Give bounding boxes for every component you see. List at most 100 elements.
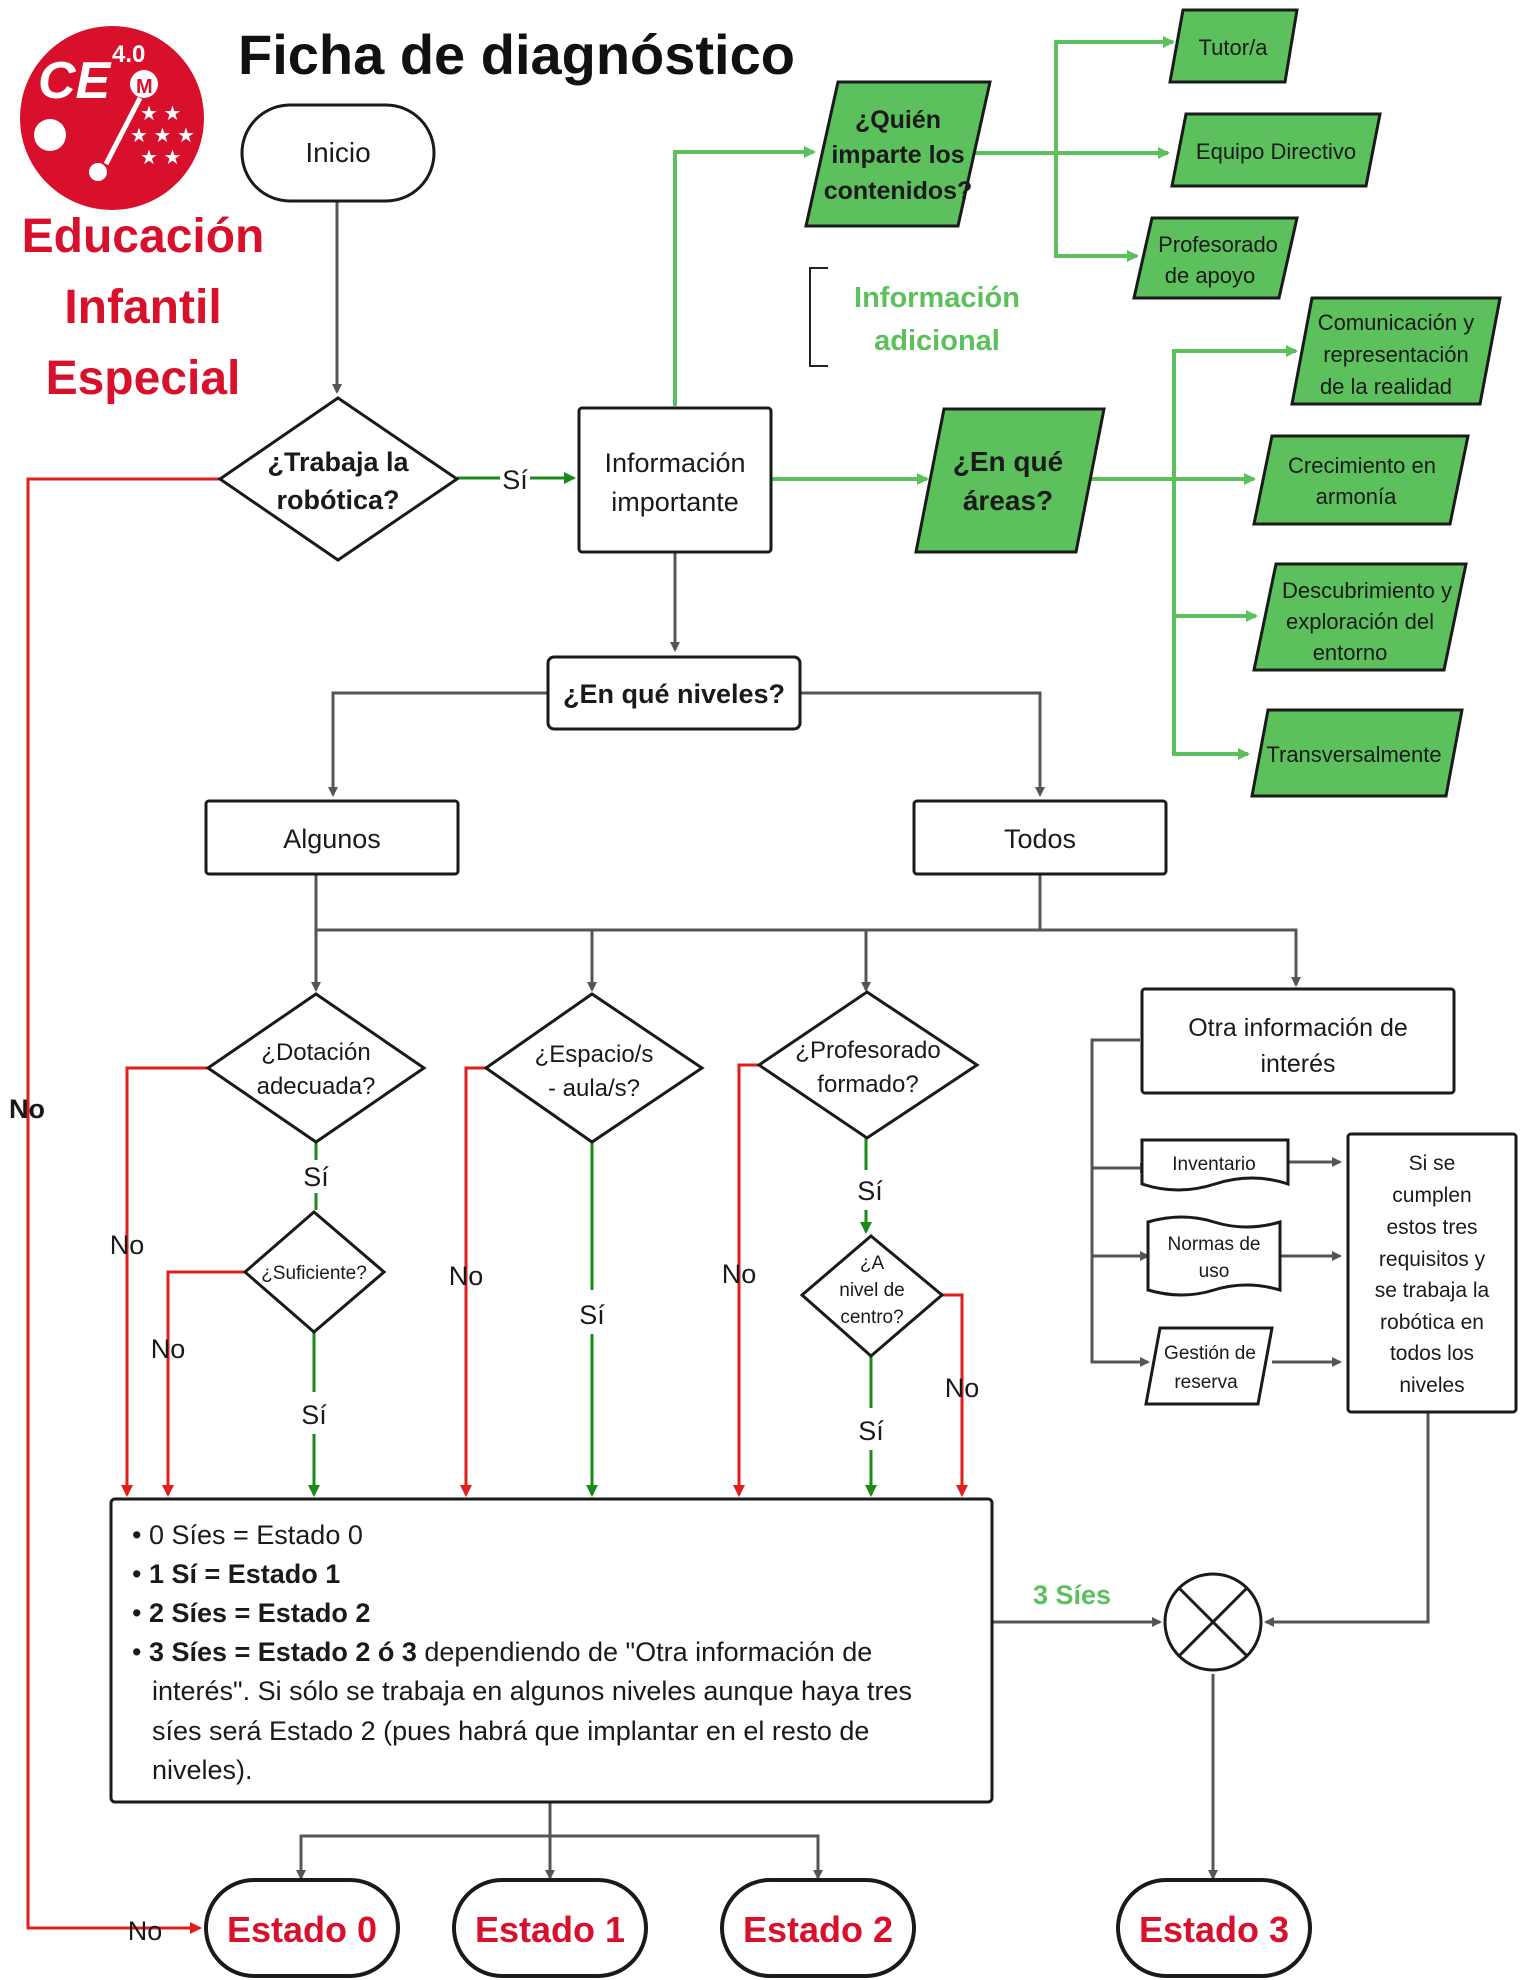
quien-line-3: contenidos?: [824, 177, 973, 205]
data-quien-imparte: ¿Quién imparte los contenidos?: [804, 80, 992, 228]
info-adicional-line-2: adicional: [874, 325, 1000, 357]
data-tutor: Tutor/a: [1168, 8, 1299, 84]
logo-badge: M: [136, 76, 153, 98]
decision-espacio: ¿Espacio/s - aula/s?: [483, 992, 705, 1144]
espacio-line-2: - aula/s?: [548, 1075, 640, 1102]
requisitos-line-8: niveles: [1399, 1374, 1464, 1397]
profesorado-apoyo-line-2: de apoyo: [1165, 263, 1256, 288]
equipo-label: Equipo Directivo: [1196, 139, 1356, 164]
label-si-suficiente: Sí: [301, 1400, 327, 1430]
otra-info-line-2: interés: [1260, 1050, 1335, 1078]
decision-dotacion: ¿Dotación adecuada?: [205, 992, 427, 1144]
decision-nivel-centro: ¿A nivel de centro?: [799, 1234, 945, 1358]
nivel-centro-line-1: ¿A: [860, 1253, 885, 1274]
label-no-estado0: No: [128, 1916, 163, 1946]
rule-2: • 1 Sí = Estado 1: [132, 1559, 340, 1589]
rule-4-continuation-2: síes será Estado 2 (pues habrá que impla…: [152, 1716, 869, 1746]
logo-text: CE: [38, 52, 112, 110]
info-adicional-line-1: Información: [854, 282, 1020, 314]
decision-trabaja-robotica: ¿Trabaja la robótica?: [217, 396, 460, 562]
start-label: Inicio: [305, 137, 370, 168]
algunos-label: Algunos: [283, 824, 381, 854]
todos-label: Todos: [1004, 824, 1076, 854]
suficiente-label: ¿Suficiente?: [261, 1263, 367, 1284]
quien-line-2: imparte los: [831, 141, 964, 169]
rule-4: • 3 Síes = Estado 2 ó 3 dependiendo de "…: [132, 1637, 872, 1667]
espacio-line-1: ¿Espacio/s: [535, 1041, 654, 1068]
start-node: Inicio: [240, 103, 436, 203]
logo-ce-4-0-madrid: CE 4.0 M ★ ★ ★ ★ ★ ★ ★: [20, 26, 204, 210]
label-no-espacio: No: [449, 1261, 484, 1291]
requisitos-line-1: Si se: [1409, 1152, 1456, 1175]
gestion-line-1: Gestión de: [1164, 1343, 1256, 1364]
document-normas: Normas de uso: [1146, 1215, 1282, 1297]
profesorado-line-2: formado?: [817, 1071, 918, 1098]
requisitos-line-4: requisitos y: [1379, 1248, 1486, 1271]
subtitle-line-1: Educación: [22, 210, 265, 263]
label-no-profesorado: No: [722, 1259, 757, 1289]
page-title: Ficha de diagnóstico: [238, 23, 795, 86]
nivel-centro-line-3: centro?: [840, 1307, 903, 1328]
decision-trabaja-robotica-line-1: ¿Trabaja la: [267, 447, 409, 477]
info-adicional-annotation: Información adicional: [809, 267, 1020, 367]
label-si-nivel-centro: Sí: [858, 1416, 884, 1446]
algunos-box: Algunos: [204, 799, 460, 876]
profesorado-line-1: ¿Profesorado: [795, 1037, 940, 1064]
requisitos-line-7: todos los: [1390, 1342, 1474, 1365]
nivel-centro-line-2: nivel de: [839, 1280, 905, 1301]
label-si-dotacion: Sí: [303, 1162, 329, 1192]
label-si-espacio: Sí: [579, 1300, 605, 1330]
data-area-descubrimiento: Descubrimiento y exploración del entorno: [1252, 562, 1468, 672]
label-no-robotica: No: [9, 1094, 45, 1124]
info-importante-line-1: Información: [604, 448, 745, 478]
requisitos-line-6: robótica en: [1380, 1311, 1484, 1334]
data-profesorado-apoyo: Profesorado de apoyo: [1132, 216, 1299, 300]
comunicacion-line-2: representación: [1323, 342, 1469, 367]
document-inventario: Inventario: [1140, 1138, 1290, 1192]
normas-line-2: uso: [1199, 1261, 1230, 1282]
tutor-label: Tutor/a: [1199, 35, 1269, 60]
quien-line-1: ¿Quién: [855, 106, 941, 134]
normas-line-1: Normas de: [1168, 1234, 1261, 1255]
connectors: [26, 36, 1430, 1934]
logo-superscript: 4.0: [112, 41, 145, 68]
decision-suficiente: ¿Suficiente?: [242, 1210, 387, 1334]
svg-text:★ ★ ★: ★ ★ ★: [130, 125, 195, 147]
estado-3-label: Estado 3: [1139, 1909, 1289, 1950]
requisitos-line-3: estos tres: [1386, 1216, 1477, 1239]
rule-3: • 2 Síes = Estado 2: [132, 1598, 370, 1628]
subtitle-line-3: Especial: [46, 352, 241, 405]
label-no-suficiente: No: [151, 1334, 186, 1364]
transversal-label: Transversalmente: [1266, 742, 1441, 767]
crecimiento-line-2: armonía: [1316, 484, 1397, 509]
svg-text:★ ★: ★ ★: [140, 103, 181, 125]
data-area-transversal: Transversalmente: [1250, 708, 1464, 798]
profesorado-apoyo-line-1: Profesorado: [1158, 232, 1278, 257]
data-gestion-reserva: Gestión de reserva: [1144, 1326, 1274, 1406]
gestion-line-2: reserva: [1174, 1372, 1238, 1393]
otra-info-line-1: Otra información de: [1188, 1014, 1408, 1042]
requisitos-line-2: cumplen: [1392, 1184, 1471, 1207]
rule-4-continuation-3: niveles).: [152, 1755, 253, 1785]
data-area-crecimiento: Crecimiento en armonía: [1252, 434, 1470, 526]
crecimiento-line-1: Crecimiento en: [1288, 453, 1436, 478]
rule-1: • 0 Síes = Estado 0: [132, 1520, 363, 1550]
comunicacion-line-3: de la realidad: [1320, 374, 1452, 399]
info-importante-box: Información importante: [577, 406, 773, 554]
decision-trabaja-robotica-line-2: robótica?: [276, 485, 399, 515]
label-no-dotacion: No: [110, 1230, 145, 1260]
niveles-label: ¿En qué niveles?: [563, 679, 785, 709]
niveles-box: ¿En qué niveles?: [546, 655, 802, 731]
areas-line-2: áreas?: [963, 485, 1053, 516]
label-tres-sies: 3 Síes: [1033, 1580, 1111, 1610]
otra-info-box: Otra información de interés: [1140, 987, 1456, 1095]
rule-4-continuation-1: interés". Si sólo se trabaja en algunos …: [152, 1676, 912, 1706]
areas-line-1: ¿En qué: [953, 446, 1063, 477]
junction-symbol: [1163, 1572, 1263, 1672]
subtitle-line-2: Infantil: [64, 281, 221, 334]
data-en-que-areas: ¿En qué áreas?: [914, 407, 1106, 554]
label-no-nivel-centro: No: [945, 1373, 980, 1403]
requisitos-box: Si se cumplen estos tres requisitos y se…: [1346, 1132, 1518, 1414]
decision-profesorado: ¿Profesorado formado?: [756, 990, 980, 1140]
